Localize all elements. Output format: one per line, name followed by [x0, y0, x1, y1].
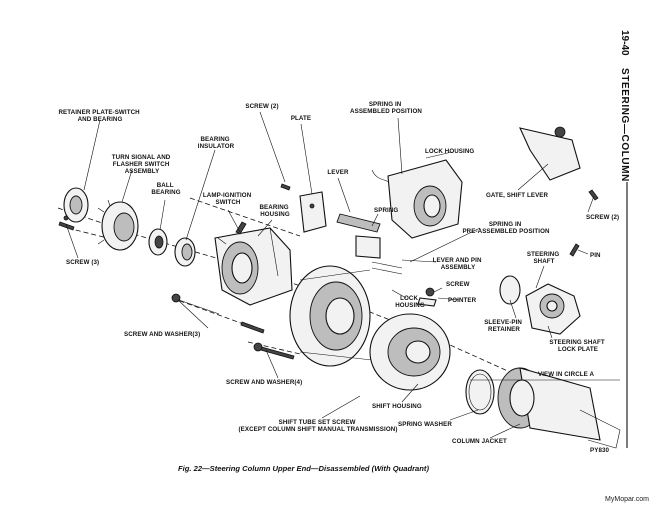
ball-bearing-part	[148, 228, 168, 256]
label-screw2-top: SCREW (2)	[245, 103, 278, 110]
label-sleeve-pin: SLEEVE-PIN RETAINER	[484, 319, 524, 333]
figure-caption: Fig. 22—Steering Column Upper End—Disass…	[178, 464, 429, 473]
label-spring-washer: SPRING WASHER	[398, 421, 452, 428]
label-spring-preassembled: SPRING IN PRE-ASSEMBLED POSITION	[462, 221, 550, 235]
label-plate: PLATE	[291, 115, 311, 122]
label-screw-washer3: SCREW AND WASHER(3)	[124, 331, 200, 338]
label-pin: PIN	[590, 252, 601, 259]
gate-shift-lever-part	[519, 126, 599, 201]
label-lever-pin: LEVER AND PIN ASSEMBLY	[433, 257, 484, 271]
shift-housing-part	[369, 313, 451, 391]
label-column-jacket: COLUMN JACKET	[452, 438, 507, 445]
label-figure-code: PY830	[590, 447, 610, 454]
label-spring-assembled: SPRING IN ASSEMBLED POSITION	[350, 101, 422, 115]
label-turn-signal: TURN SIGNAL AND FLASHER SWITCH ASSEMBLY	[112, 154, 172, 175]
page-header: 19-40 STEERING—COLUMN	[619, 30, 630, 448]
page-number: 19-40	[619, 30, 630, 56]
label-shift-tube: SHIFT TUBE SET SCREW (EXCEPT COLUMN SHIF…	[238, 419, 397, 433]
lock-housing-shift-part	[289, 265, 373, 367]
label-bearing-housing: BEARING HOUSING	[259, 204, 290, 218]
label-spring: SPRING	[374, 207, 398, 214]
label-lever: LEVER	[327, 169, 349, 176]
column-jacket-part	[497, 367, 621, 449]
part-labels: RETAINER PLATE-SWITCH AND BEARING SCREW …	[58, 101, 619, 454]
label-steering-shaft: STEERING SHAFT	[527, 251, 561, 265]
leader-lines	[65, 111, 620, 439]
section-title: STEERING—COLUMN	[619, 68, 630, 182]
lamp-ignition-switch-part	[235, 221, 247, 235]
label-screw3: SCREW (3)	[66, 259, 99, 266]
bearing-housing-part	[214, 227, 293, 306]
turn-signal-switch-part	[97, 199, 139, 251]
label-screw2-right: SCREW (2)	[586, 214, 619, 221]
label-shaft-lock-plate: STEERING SHAFT LOCK PLATE	[549, 339, 606, 353]
label-lock-housing: LOCK HOUSING	[395, 295, 425, 309]
label-shift-housing: SHIFT HOUSING	[372, 403, 422, 410]
steering-shaft-part	[499, 243, 581, 335]
lever-spring-part	[336, 169, 419, 275]
bearing-insulator-part	[174, 237, 196, 267]
retainer-plate-part	[63, 187, 89, 223]
lock-housing-top-part	[387, 159, 463, 239]
label-lock-housing-top: LOCK HOUSING	[425, 148, 474, 155]
screw-washer4-part	[253, 342, 295, 360]
label-screw-washer4: SCREW AND WASHER(4)	[226, 379, 302, 386]
pointer-part	[417, 287, 437, 307]
label-retainer-plate: RETAINER PLATE-SWITCH AND BEARING	[58, 109, 141, 123]
label-ball-bearing: BALL BEARING	[151, 182, 180, 196]
label-pointer: POINTER	[448, 297, 477, 304]
screw-washer3-part	[171, 293, 265, 334]
plate-part	[280, 183, 327, 233]
label-view-circle: VIEW IN CIRCLE A	[538, 371, 594, 378]
label-bearing-insulator: BEARING INSULATOR	[198, 136, 235, 150]
watermark: MyMopar.com	[605, 496, 649, 503]
label-gate-shift-lever: GATE, SHIFT LEVER	[486, 192, 549, 199]
spring-washer-part	[465, 369, 495, 415]
label-lamp-ignition: LAMP-IGNITION SWITCH	[203, 192, 253, 206]
label-screw: SCREW	[446, 281, 470, 288]
